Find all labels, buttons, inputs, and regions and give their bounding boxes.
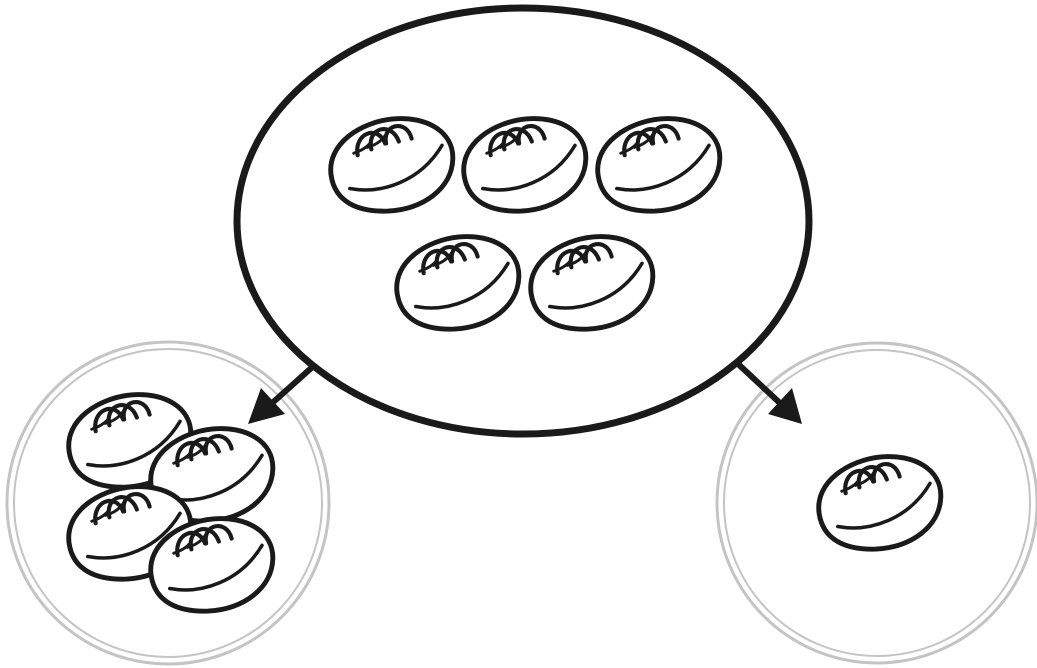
arrow-to-right-part: [733, 359, 802, 424]
arrow-to-left-part: [248, 359, 321, 424]
whole-group-ellipse: [233, 4, 813, 438]
